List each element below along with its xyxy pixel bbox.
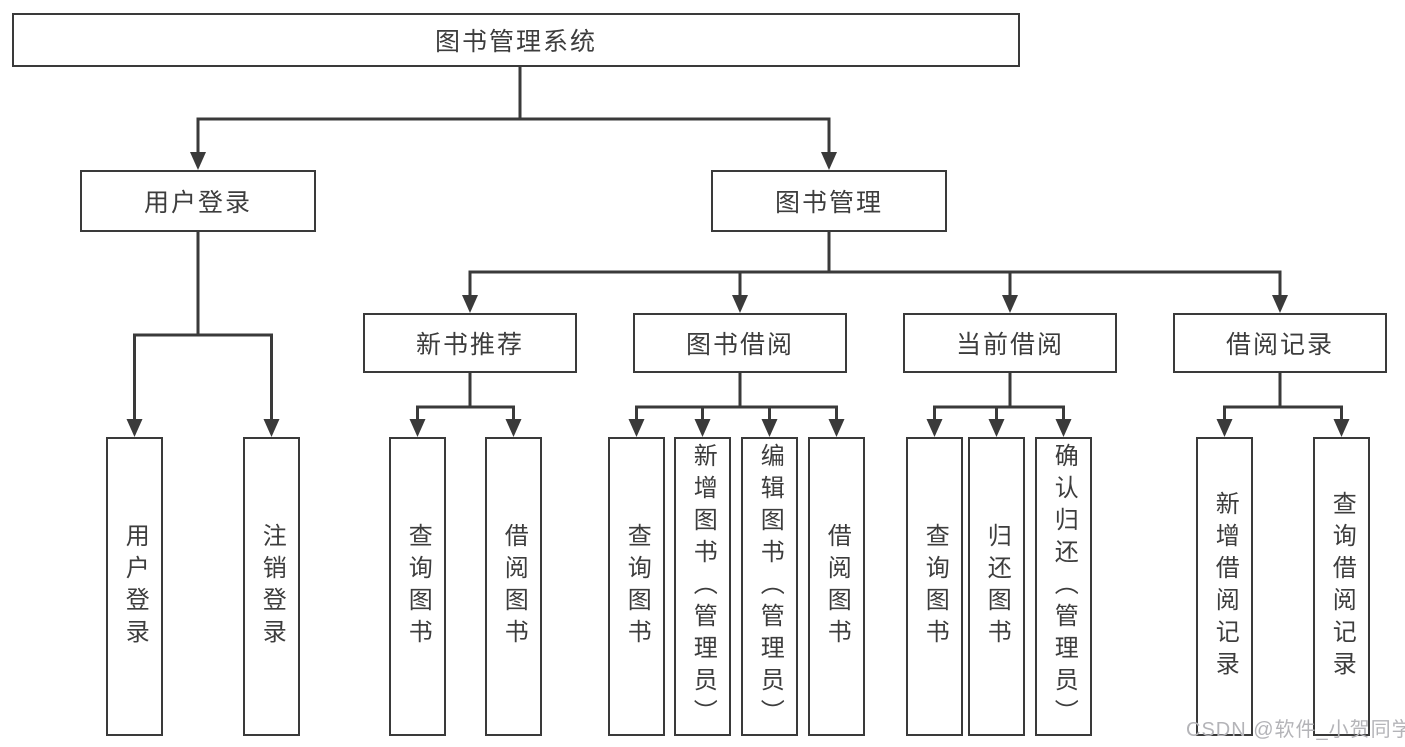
leaf-user-login: 用户登录 xyxy=(106,437,163,736)
arrowhead-icon xyxy=(409,419,426,437)
node-book-borrow: 图书借阅 xyxy=(633,313,847,373)
arrowhead-icon xyxy=(821,152,837,170)
node-label: 借阅图书 xyxy=(500,522,528,651)
leaf-query-books-borrow: 查询图书 xyxy=(608,437,665,736)
arrowhead-icon xyxy=(190,152,206,170)
node-label: 查询借阅记录 xyxy=(1328,490,1356,683)
arrowhead-icon xyxy=(1055,419,1072,437)
node-label: 归还图书 xyxy=(983,522,1011,651)
arrowhead-icon xyxy=(1216,419,1233,437)
arrowhead-icon xyxy=(988,419,1005,437)
node-label: 确认归还（管理员） xyxy=(1050,442,1078,731)
connector-user-login-children xyxy=(126,232,280,437)
leaf-logout: 注销登录 xyxy=(243,437,300,736)
arrowhead-icon xyxy=(628,419,645,437)
watermark: CSDN @软件_小贺同学 xyxy=(1186,719,1405,741)
connector-root-to-level2 xyxy=(190,67,837,170)
leaf-query-borrow-record: 查询借阅记录 xyxy=(1313,437,1370,736)
leaf-add-book-admin: 新增图书（管理员） xyxy=(674,437,731,736)
arrowhead-icon xyxy=(1272,295,1288,313)
node-user-login: 用户登录 xyxy=(80,170,316,232)
node-label: 编辑图书（管理员） xyxy=(756,442,784,731)
leaf-edit-book-admin: 编辑图书（管理员） xyxy=(741,437,798,736)
node-borrow-records: 借阅记录 xyxy=(1173,313,1387,373)
node-label: 新书推荐 xyxy=(415,331,524,359)
arrowhead-icon xyxy=(1002,295,1018,313)
node-label: 图书管理 xyxy=(774,189,883,217)
connector-current-borrow-children xyxy=(926,373,1072,437)
leaf-query-books-recommend: 查询图书 xyxy=(389,437,446,736)
node-label: 查询图书 xyxy=(404,522,432,651)
connector-book-mgmt-children xyxy=(462,232,1288,313)
connector-new-book-children xyxy=(409,373,522,437)
node-root-system: 图书管理系统 xyxy=(12,13,1020,67)
node-label: 当前借阅 xyxy=(955,331,1064,359)
leaf-return-books: 归还图书 xyxy=(968,437,1025,736)
arrowhead-icon xyxy=(462,295,478,313)
arrowhead-icon xyxy=(505,419,522,437)
node-book-management: 图书管理 xyxy=(711,170,947,232)
connector-book-borrow-children xyxy=(628,373,845,437)
arrowhead-icon xyxy=(926,419,943,437)
arrowhead-icon xyxy=(828,419,845,437)
arrowhead-icon xyxy=(126,419,143,437)
arrowhead-icon xyxy=(263,419,280,437)
node-label: 查询图书 xyxy=(623,522,651,651)
arrowhead-icon xyxy=(761,419,778,437)
node-label: 借阅图书 xyxy=(823,522,851,651)
leaf-borrow-books-recommend: 借阅图书 xyxy=(485,437,542,736)
leaf-add-borrow-record: 新增借阅记录 xyxy=(1196,437,1253,736)
connector-borrow-records-children xyxy=(1216,373,1350,437)
node-label: 新增图书（管理员） xyxy=(689,442,717,731)
node-current-borrow: 当前借阅 xyxy=(903,313,1117,373)
node-label: 新增借阅记录 xyxy=(1211,490,1239,683)
leaf-query-books-current: 查询图书 xyxy=(906,437,963,736)
node-label: 用户登录 xyxy=(121,522,149,651)
leaf-borrow-books: 借阅图书 xyxy=(808,437,865,736)
node-label: 查询图书 xyxy=(921,522,949,651)
arrowhead-icon xyxy=(732,295,748,313)
leaf-confirm-return-admin: 确认归还（管理员） xyxy=(1035,437,1092,736)
node-label: 注销登录 xyxy=(258,522,286,651)
node-new-book-recommend: 新书推荐 xyxy=(363,313,577,373)
node-label: 借阅记录 xyxy=(1225,331,1334,359)
arrowhead-icon xyxy=(1333,419,1350,437)
arrowhead-icon xyxy=(694,419,711,437)
node-label: 图书借阅 xyxy=(685,331,794,359)
node-label: 用户登录 xyxy=(143,189,252,217)
node-label: 图书管理系统 xyxy=(434,28,597,56)
